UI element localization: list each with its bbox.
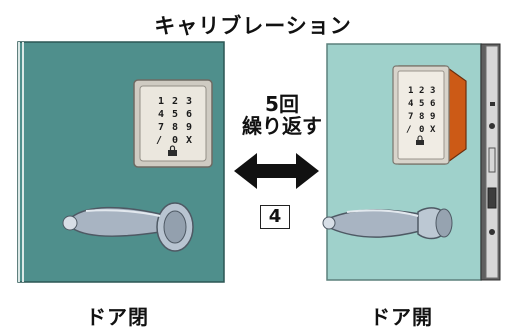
right-keypad-lock-icon (416, 135, 424, 145)
right-key-5: 5 (419, 99, 424, 109)
left-handle (62, 202, 194, 252)
left-keypad: 1 2 3 4 5 6 7 8 9 / 0 X (133, 79, 213, 168)
left-key-8: 8 (172, 122, 178, 133)
left-key-0: 0 (172, 135, 178, 146)
left-keypad-lock-icon (168, 145, 177, 156)
left-key-3: 3 (186, 96, 192, 107)
repeat-action-label: 繰り返す (242, 114, 322, 138)
left-key-5: 5 (172, 109, 178, 120)
left-door: 1 2 3 4 5 6 7 8 9 / 0 X (17, 41, 225, 283)
left-key-4: 4 (158, 109, 164, 120)
left-key-9: 9 (186, 122, 192, 133)
repeat-count-label: 5回 (265, 92, 299, 116)
right-door: 1 2 3 4 5 6 7 8 9 / 0 X (322, 43, 501, 281)
right-key-9: 9 (430, 112, 435, 122)
right-handle (322, 207, 453, 240)
right-key-x: X (430, 125, 436, 135)
left-key-6: 6 (186, 109, 192, 120)
right-key-7: 7 (408, 112, 413, 122)
right-key-3: 3 (430, 86, 435, 96)
right-key-6: 6 (430, 99, 435, 109)
left-key-slash: / (156, 135, 162, 146)
right-key-1: 1 (408, 86, 413, 96)
calibration-title: キャリブレーション (154, 14, 352, 38)
right-key-slash: / (406, 125, 411, 135)
right-key-2: 2 (419, 86, 424, 96)
door-closed-caption: ドア閉 (86, 305, 149, 329)
left-key-7: 7 (158, 122, 164, 133)
left-key-2: 2 (172, 96, 178, 107)
repeat-instruction: 5回 繰り返す (226, 92, 338, 137)
step-number-badge: 4 (260, 205, 290, 229)
left-key-1: 1 (158, 96, 164, 107)
door-open-caption: ドア開 (370, 305, 433, 329)
right-key-4: 4 (408, 99, 414, 109)
right-keypad: 1 2 3 4 5 6 7 8 9 / 0 X (392, 65, 467, 165)
left-key-x: X (186, 135, 192, 146)
right-key-0: 0 (419, 125, 424, 135)
right-key-8: 8 (419, 112, 424, 122)
double-headed-arrow-icon (234, 153, 319, 189)
